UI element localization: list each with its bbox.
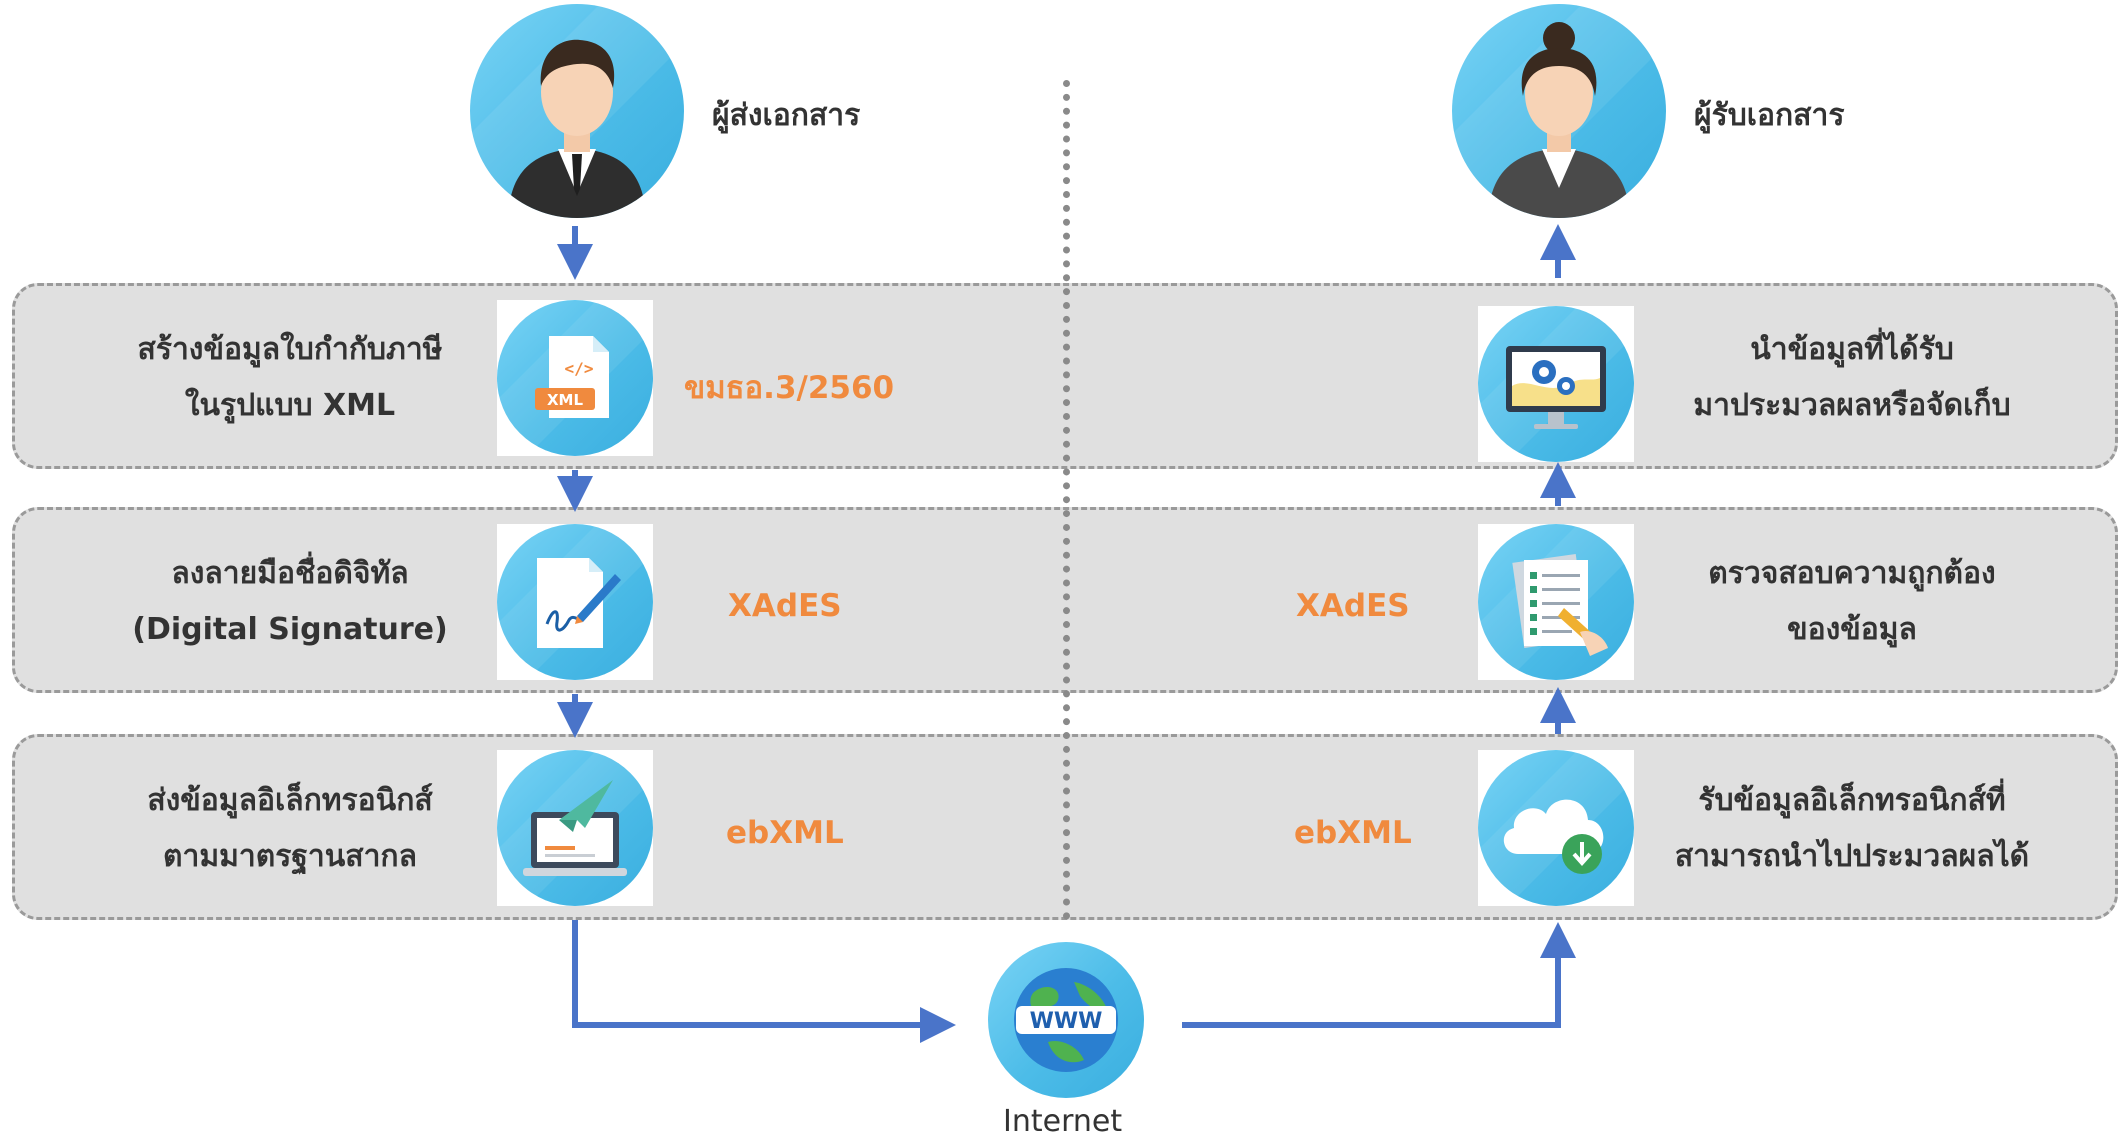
sender-step-send-line2: ตามมาตรฐานสากล (163, 839, 417, 874)
receiver-step-process-text: นำข้อมูลที่ได้รับ มาประมวลผลหรือจัดเก็บ (1652, 322, 2052, 434)
receiver-step-receive-line2: สามารถนำไปประมวลผลได้ (1674, 839, 2030, 874)
arrow-internet-to-receive (1182, 922, 1576, 1028)
businessman-icon (470, 4, 684, 218)
arrow-send-to-internet (572, 920, 956, 1043)
receiver-step-verify-icon-circle (1478, 524, 1634, 680)
sender-step-sign-line2: (Digital Signature) (132, 612, 448, 647)
sender-step-send-line1: ส่งข้อมูลอิเล็กทรอนิกส์ (147, 783, 433, 818)
laptop-send-icon (497, 750, 653, 906)
receiver-step-receive-tile (1478, 750, 1634, 906)
receiver-step-receive-text: รับข้อมูลอิเล็กทรอนิกส์ที่ สามารถนำไปประ… (1652, 773, 2052, 885)
sender-step-create-tile: </> XML (497, 300, 653, 456)
xml-file-icon-label: XML (547, 391, 583, 409)
sender-step-create-standard: ขมธอ.3/2560 (684, 370, 895, 406)
sender-step-sign-tile (497, 524, 653, 680)
receiver-step-verify-text: ตรวจสอบความถูกต้อง ของข้อมูล (1652, 546, 2052, 658)
sender-step-sign-line1: ลงลายมือชื่อดิจิทัล (171, 556, 409, 591)
sender-step-send-icon-circle (497, 750, 653, 906)
signature-pen-icon (497, 524, 653, 680)
receiver-step-process-line2: มาประมวลผลหรือจัดเก็บ (1693, 388, 2011, 423)
receiver-step-process-line1: นำข้อมูลที่ได้รับ (1750, 332, 1954, 367)
receiver-step-receive-standard: ebXML (1294, 815, 1412, 851)
receiver-step-process-icon-circle (1478, 306, 1634, 462)
businesswoman-icon (1452, 4, 1666, 218)
sender-step-create-line2: ในรูปแบบ XML (184, 388, 396, 423)
sender-step-create-line1: สร้างข้อมูลใบกำกับภาษี (137, 332, 443, 367)
sender-step-create-icon-circle: </> XML (497, 300, 653, 456)
globe-www-label: WWW (1030, 1009, 1103, 1034)
sender-step-send-standard: ebXML (726, 815, 844, 851)
sender-step-sign-icon-circle (497, 524, 653, 680)
sender-step-send-tile (497, 750, 653, 906)
receiver-step-process-tile (1478, 306, 1634, 462)
globe-www-icon: WWW (1014, 968, 1118, 1072)
receiver-role-label: ผู้รับเอกสาร (1694, 98, 1845, 133)
checklist-icon (1478, 524, 1634, 680)
monitor-gears-icon (1478, 306, 1634, 462)
receiver-step-verify-line1: ตรวจสอบความถูกต้อง (1708, 556, 1996, 591)
sender-receiver-divider (1063, 80, 1070, 920)
xml-file-icon: </> XML (497, 300, 653, 456)
receiver-step-receive-icon-circle (1478, 750, 1634, 906)
receiver-step-verify-standard: XAdES (1296, 588, 1410, 624)
sender-step-sign-text: ลงลายมือชื่อดิจิทัล (Digital Signature) (110, 546, 470, 658)
sender-role-label: ผู้ส่งเอกสาร (712, 98, 861, 133)
receiver-step-receive-line1: รับข้อมูลอิเล็กทรอนิกส์ที่ (1698, 783, 2006, 818)
internet-label: Internet (1003, 1104, 1123, 1139)
receiver-step-verify-line2: ของข้อมูล (1787, 612, 1917, 647)
sender-step-sign-standard: XAdES (728, 588, 842, 624)
receiver-step-verify-tile (1478, 524, 1634, 680)
sender-avatar (470, 4, 684, 218)
internet-globe: WWW (988, 942, 1144, 1098)
receiver-avatar (1452, 4, 1666, 218)
sender-step-create-text: สร้างข้อมูลใบกำกับภาษี ในรูปแบบ XML (110, 322, 470, 434)
svg-text:</>: </> (565, 359, 594, 378)
sender-step-send-text: ส่งข้อมูลอิเล็กทรอนิกส์ ตามมาตรฐานสากล (110, 773, 470, 885)
cloud-download-icon (1478, 750, 1634, 906)
